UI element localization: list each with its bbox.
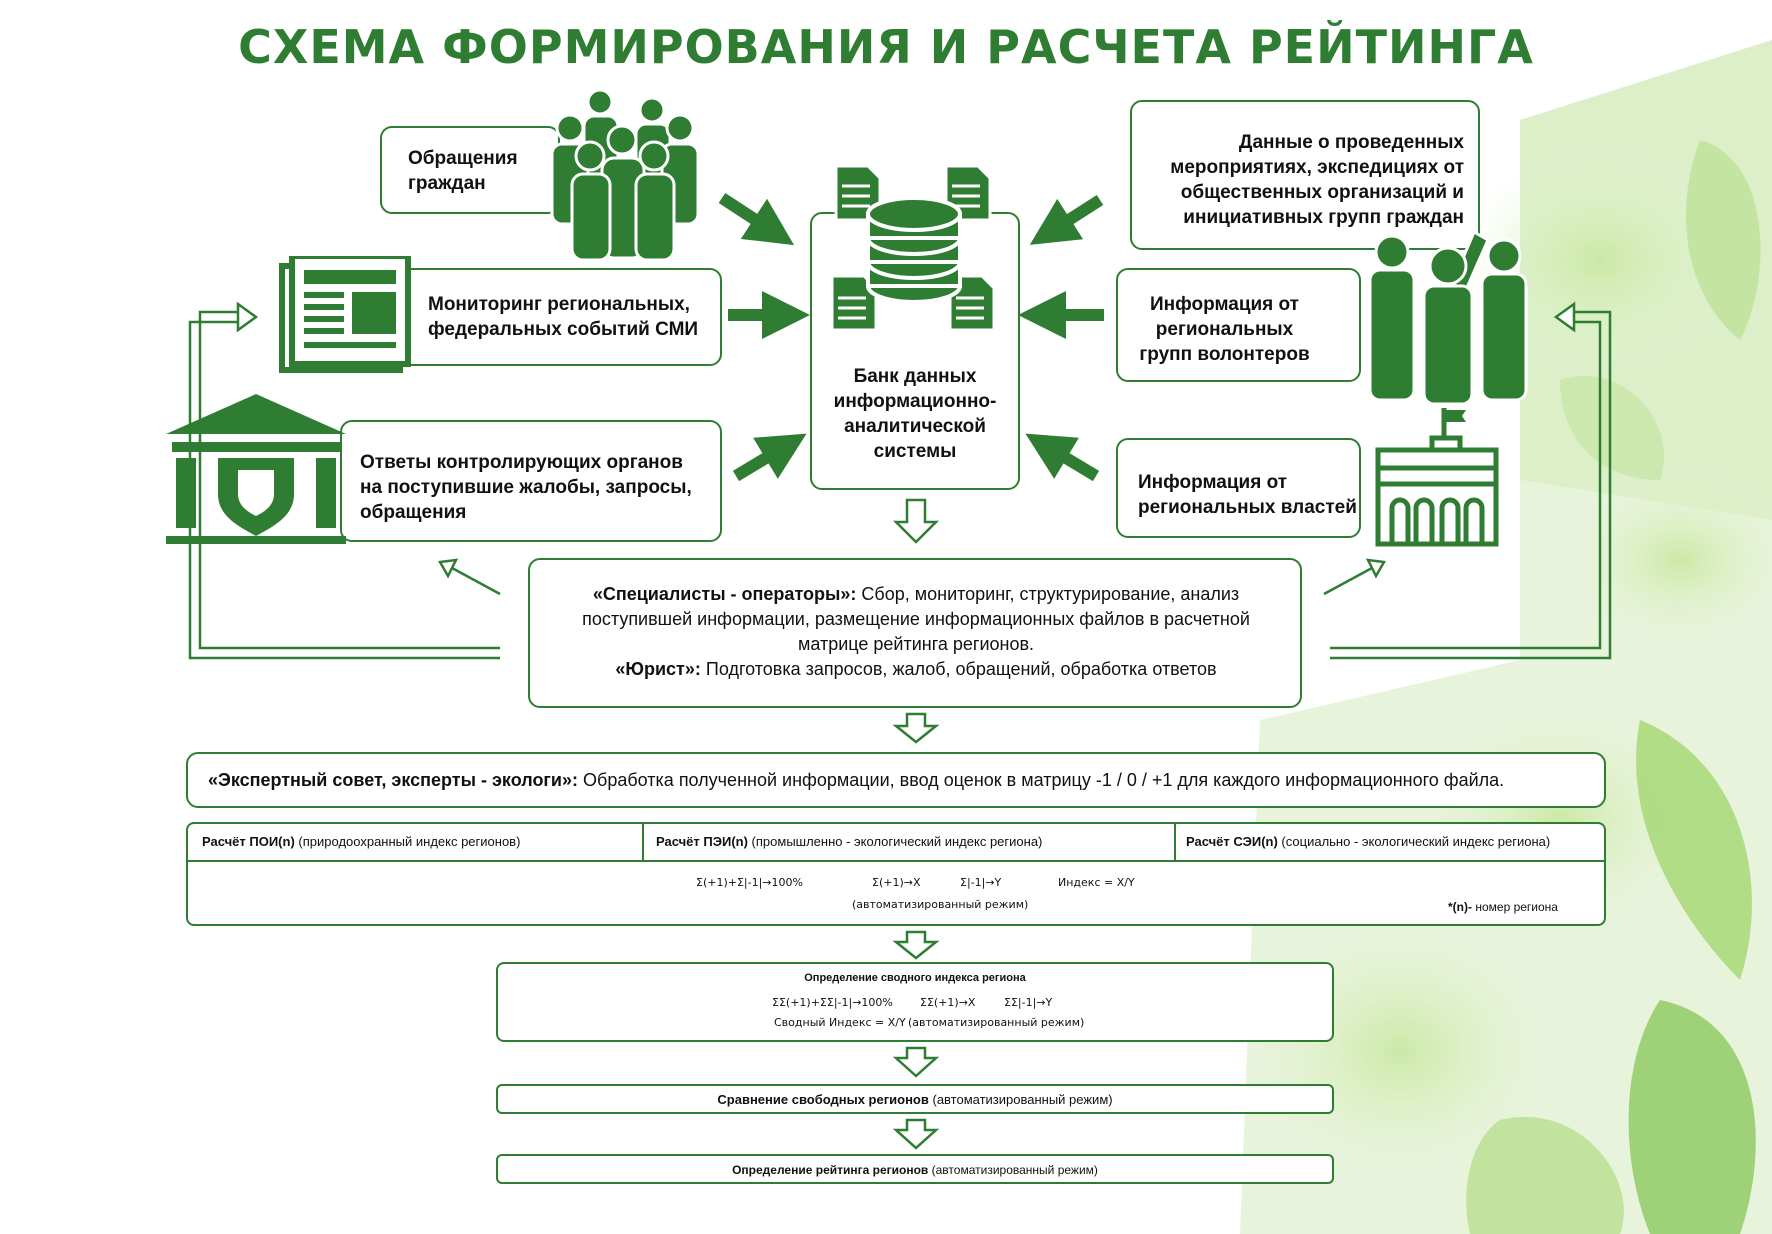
- summary-mode: (автоматизированный режим): [908, 1016, 1085, 1029]
- summary-formula-negative: ΣΣ|-1|→Y: [1004, 996, 1053, 1009]
- operators-role: «Специалисты - операторы»:: [592, 584, 857, 604]
- sei-title: Расчёт СЭИ(n): [1186, 834, 1278, 849]
- experts-description: Обработка полученной информации, ввод оц…: [583, 770, 1505, 790]
- summary-formula-total: ΣΣ(+1)+ΣΣ|-1|→100%: [772, 996, 893, 1009]
- experts-box: «Экспертный совет, эксперты - экологи»: …: [186, 752, 1606, 808]
- source-public-organizations-label: Данные о проведенных мероприятиях, экспе…: [1170, 132, 1464, 228]
- indices-mode: (автоматизированный режим): [852, 898, 1029, 911]
- summary-title: Определение сводного индекса региона: [804, 972, 1026, 984]
- source-media-monitoring-label: Мониторинг региональных, федеральных соб…: [428, 294, 699, 340]
- indices-formula-ratio: Индекс = X/Y: [1058, 876, 1135, 889]
- database-icon: [830, 164, 996, 332]
- indices-formula-total: Σ(+1)+Σ|-1|→100%: [696, 876, 803, 889]
- pei-cell: Расчёт ПЭИ(n) (промышленно - экологическ…: [656, 824, 1042, 860]
- source-public-organizations: Данные о проведенных мероприятиях, экспе…: [1130, 100, 1480, 250]
- source-control-bodies-label: Ответы контролирующих органов на поступи…: [360, 452, 692, 523]
- indices-header-divider: [188, 860, 1604, 862]
- sei-description: (социально - экологический индекс регион…: [1281, 834, 1551, 849]
- indices-footnote: *(n)- номер региона: [1448, 900, 1558, 914]
- newspaper-icon: [279, 256, 411, 373]
- people-crowd-icon: [550, 88, 700, 262]
- indices-col-divider-1: [642, 824, 644, 860]
- pei-description: (промышленно - экологический индекс реги…: [751, 834, 1043, 849]
- footnote-marker: *(n)-: [1448, 900, 1472, 914]
- operators-description: Сбор, мониторинг, структурирование, анал…: [582, 584, 1250, 654]
- operators-text: «Специалисты - операторы»: Сбор, монитор…: [548, 582, 1284, 682]
- footnote-text: номер региона: [1475, 900, 1558, 914]
- summary-index-box: Определение сводного индекса региона ΣΣ(…: [496, 962, 1334, 1042]
- indices-col-divider-2: [1174, 824, 1176, 860]
- source-regional-authorities: Информация от региональных властей: [1116, 438, 1361, 538]
- poi-title: Расчёт ПОИ(n): [202, 834, 295, 849]
- sei-cell: Расчёт СЭИ(n) (социально - экологический…: [1186, 824, 1550, 860]
- source-regional-authorities-label: Информация от региональных властей: [1138, 472, 1357, 518]
- rating-box: Определение рейтинга регионов (автоматиз…: [496, 1154, 1334, 1184]
- compare-regions-text: Сравнение свободных регионов (автоматизи…: [498, 1092, 1332, 1107]
- administration-building-icon: [1375, 408, 1499, 547]
- central-database-box: Банк данных информационно-аналитической …: [810, 212, 1020, 490]
- summary-formula-ratio: Сводный Индекс = X/Y: [774, 1016, 906, 1029]
- poi-description: (природоохранный индекс регионов): [298, 834, 521, 849]
- indices-formula-negative: Σ|-1|→Y: [960, 876, 1002, 889]
- volunteers-icon: [1368, 229, 1528, 406]
- compare-regions-box: Сравнение свободных регионов (автоматизи…: [496, 1084, 1334, 1114]
- source-citizen-appeals: Обращения граждан: [380, 126, 560, 214]
- source-citizen-appeals-label: Обращения граждан: [408, 148, 518, 194]
- compare-regions-label: Сравнение свободных регионов: [717, 1092, 929, 1107]
- rating-text: Определение рейтинга регионов (автоматиз…: [498, 1163, 1332, 1177]
- experts-text: «Экспертный совет, эксперты - экологи»: …: [208, 768, 1588, 792]
- source-volunteer-groups: Информация от региональных групп волонте…: [1116, 268, 1361, 382]
- rating-label: Определение рейтинга регионов: [732, 1163, 929, 1177]
- lawyer-role: «Юрист»:: [615, 659, 701, 679]
- summary-formula-positive: ΣΣ(+1)→X: [920, 996, 976, 1009]
- compare-regions-mode: (автоматизированный режим): [932, 1092, 1113, 1107]
- pei-title: Расчёт ПЭИ(n): [656, 834, 748, 849]
- central-database-label: Банк данных информационно-аналитической …: [833, 366, 997, 462]
- source-media-monitoring: Мониторинг региональных, федеральных соб…: [380, 268, 722, 366]
- rating-mode: (автоматизированный режим): [931, 1163, 1098, 1177]
- source-control-bodies: Ответы контролирующих органов на поступи…: [340, 420, 722, 542]
- poi-cell: Расчёт ПОИ(n) (природоохранный индекс ре…: [202, 824, 520, 860]
- indices-box: Расчёт ПОИ(n) (природоохранный индекс ре…: [186, 822, 1606, 926]
- source-volunteer-groups-label: Информация от региональных групп волонте…: [1139, 294, 1310, 365]
- government-building-icon: [166, 394, 346, 544]
- experts-role: «Экспертный совет, эксперты - экологи»:: [208, 770, 579, 790]
- lawyer-description: Подготовка запросов, жалоб, обращений, о…: [705, 659, 1217, 679]
- operators-box: «Специалисты - операторы»: Сбор, монитор…: [528, 558, 1302, 708]
- page-title: СХЕМА ФОРМИРОВАНИЯ И РАСЧЕТА РЕЙТИНГА: [238, 20, 1534, 74]
- indices-formula-positive: Σ(+1)→X: [872, 876, 921, 889]
